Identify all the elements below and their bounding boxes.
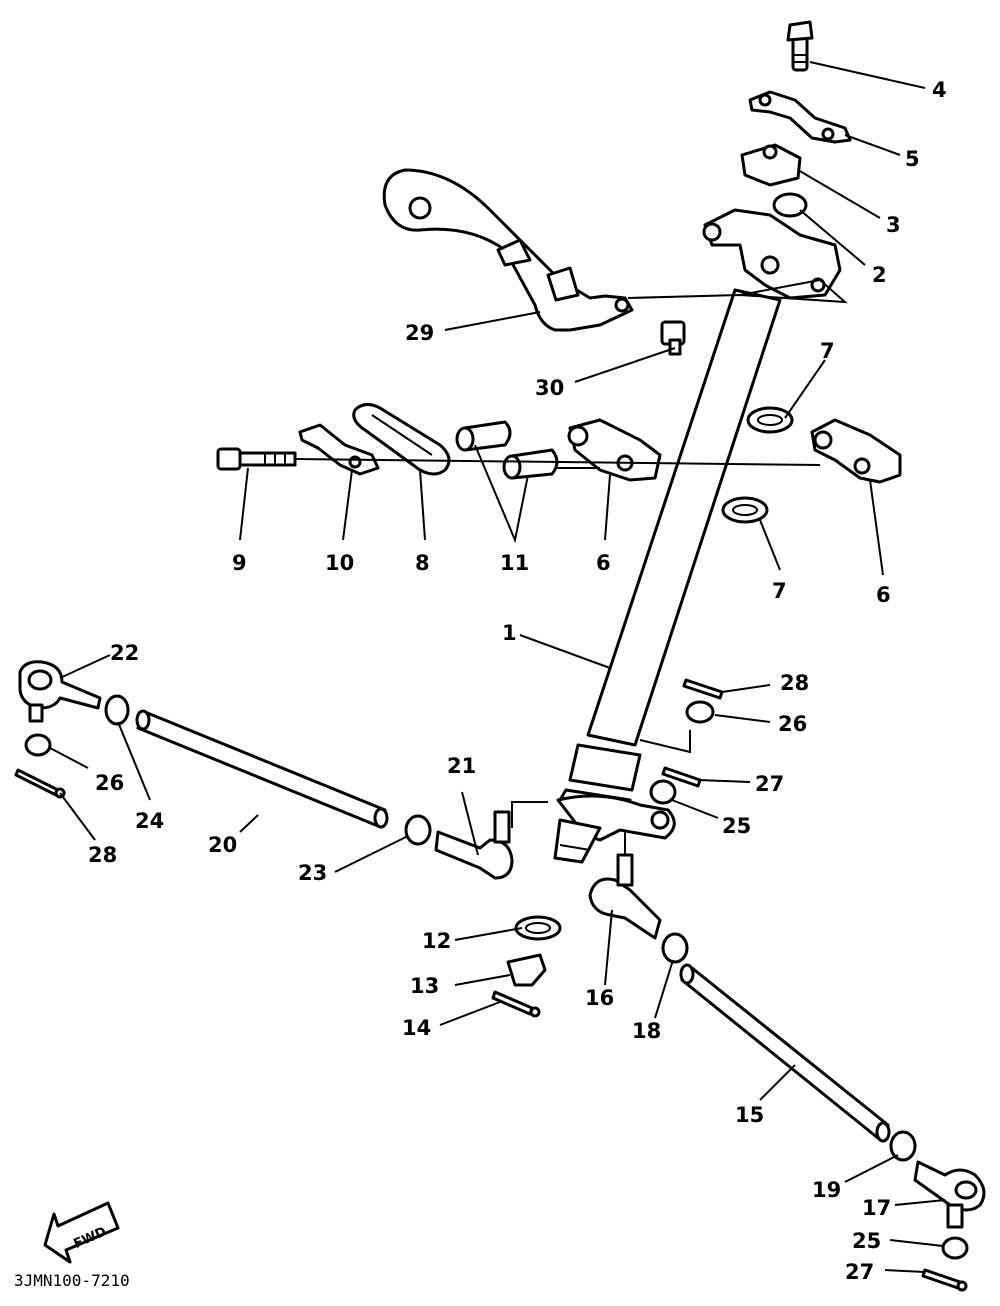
tie-rod-15 (679, 963, 891, 1143)
bolt-9 (216, 447, 297, 471)
cotter-pin-28-left (14, 768, 66, 799)
label-27-lower: 27 (845, 1260, 874, 1284)
label-6-left: 6 (596, 551, 611, 575)
label-9: 9 (232, 551, 247, 575)
label-7-lower: 7 (772, 579, 787, 603)
upper-bracket (702, 192, 842, 300)
washer-12 (514, 915, 562, 941)
label-14: 14 (402, 1016, 431, 1040)
guide-8 (352, 403, 451, 476)
nut-18 (661, 932, 689, 964)
label-1: 1 (502, 621, 517, 645)
callout-labels: 4 5 3 2 29 30 7 9 10 8 11 6 7 6 1 22 28 … (88, 78, 947, 1284)
label-12: 12 (422, 929, 451, 953)
spring-washer-7-lower (721, 496, 769, 524)
label-27-upper: 27 (755, 772, 784, 796)
nut-26-right (685, 700, 715, 724)
rod-end-17 (913, 1160, 986, 1229)
nut-19 (889, 1130, 917, 1162)
label-30: 30 (535, 376, 564, 400)
bolt-30 (660, 320, 686, 356)
handlebar-bracket (382, 168, 634, 332)
ball-joint-16 (588, 853, 662, 940)
cotter-pin-14 (491, 990, 541, 1018)
lock-plate-10 (298, 423, 380, 476)
label-21: 21 (447, 754, 476, 778)
label-23: 23 (298, 861, 327, 885)
label-15: 15 (735, 1103, 764, 1127)
cotter-pin-27-upper (661, 766, 702, 788)
ball-joint-21 (434, 810, 514, 880)
label-19: 19 (812, 1178, 841, 1202)
assembly-lines (294, 279, 848, 855)
label-26-left: 26 (95, 771, 124, 795)
leader-lines (49, 61, 946, 1273)
rod-end-22 (18, 660, 102, 723)
label-25-upper: 25 (722, 814, 751, 838)
label-18: 18 (632, 1019, 661, 1043)
label-11: 11 (500, 551, 529, 575)
upper-clamp-assembly (740, 20, 852, 187)
label-13: 13 (410, 974, 439, 998)
label-16: 16 (585, 986, 614, 1010)
label-26-right: 26 (778, 712, 807, 736)
label-3: 3 (886, 213, 901, 237)
spring-washer-7-upper (746, 406, 794, 434)
nut-25-lower (941, 1236, 969, 1260)
nut-13 (506, 953, 547, 987)
nut-25-upper (649, 779, 677, 805)
cotter-pin-27-lower (921, 1268, 968, 1292)
label-10: 10 (325, 551, 354, 575)
forward-direction-arrow: FWD (43, 1201, 120, 1264)
label-17: 17 (862, 1196, 891, 1220)
label-28-left: 28 (88, 843, 117, 867)
nut-26-left (24, 733, 52, 757)
drawing-code: 3JMN100-7210 (14, 1271, 130, 1290)
label-4: 4 (932, 78, 947, 102)
holder-6-right (810, 418, 902, 484)
label-24: 24 (135, 809, 164, 833)
label-7-upper: 7 (820, 339, 835, 363)
label-20: 20 (208, 833, 237, 857)
label-2: 2 (872, 263, 887, 287)
bushing-11 (455, 420, 559, 480)
cotter-pin-28-right (682, 678, 724, 700)
label-28-right: 28 (780, 671, 809, 695)
holder-6-left (567, 418, 662, 482)
label-25-lower: 25 (852, 1229, 881, 1253)
label-8: 8 (415, 551, 430, 575)
steering-shaft (553, 288, 782, 864)
nut-23 (404, 814, 432, 846)
label-22: 22 (110, 641, 139, 665)
label-6-right: 6 (876, 583, 891, 607)
label-5: 5 (905, 147, 920, 171)
nut-24 (104, 694, 130, 726)
label-29: 29 (405, 321, 434, 345)
tie-rod-20 (135, 709, 389, 829)
